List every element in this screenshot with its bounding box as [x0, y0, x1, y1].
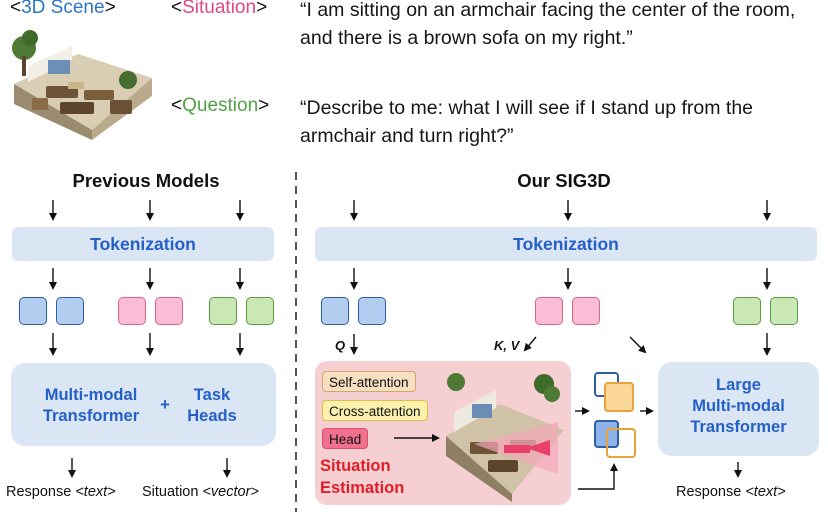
previous-question-token-2 — [246, 297, 274, 325]
head-block: Head — [322, 428, 369, 449]
arrow-feedback-path — [578, 463, 618, 490]
previous-transformer-line1: Multi-modal — [44, 386, 138, 404]
estimation-line1: Situation — [320, 457, 391, 475]
previous-transformer-box — [11, 363, 276, 446]
previous-response-type: <text> — [75, 484, 116, 500]
situation-text: “I am sitting on an armchair facing the … — [300, 0, 796, 49]
ours-heading: Our SIG3D — [517, 170, 611, 191]
previous-task-heads-label: Task Heads — [176, 385, 248, 427]
ours-situation-token-1 — [535, 297, 563, 325]
llm-line3: Transformer — [690, 418, 787, 436]
guided-token-1-overlay — [604, 382, 634, 412]
question-tag-open: < — [171, 95, 183, 116]
previous-situation-token-1 — [118, 297, 146, 325]
question-tag: <Question> — [171, 95, 269, 117]
ours-tokenization-box: Tokenization — [315, 227, 817, 261]
previous-tokenization-label: Tokenization — [90, 233, 196, 254]
guided-token-2-overlay — [606, 428, 636, 458]
scene-tag-text: 3D Scene — [21, 0, 105, 18]
ours-scene-token-2 — [358, 297, 386, 325]
arrow-situation-to-guided — [629, 336, 647, 354]
ours-response-type: <text> — [745, 484, 786, 500]
large-transformer-label: Large Multi-modal Transformer — [658, 375, 819, 438]
previous-scene-token-1 — [19, 297, 47, 325]
ours-situation-token-2 — [572, 297, 600, 325]
scene-tag-open: < — [10, 0, 22, 18]
question-tag-close: > — [258, 95, 270, 116]
large-transformer-box — [658, 362, 819, 456]
situation-estimation-label: Situation Estimation — [320, 455, 404, 499]
previous-tokenization-box: Tokenization — [12, 227, 274, 261]
ours-scene-token-1 — [321, 297, 349, 325]
situation-tag-text: Situation — [182, 0, 257, 18]
previous-plus: + — [160, 396, 170, 414]
previous-situation-token-2 — [155, 297, 183, 325]
previous-response-label: Response — [6, 484, 76, 500]
ours-question-token-1 — [733, 297, 761, 325]
scene-tag-close: > — [104, 0, 116, 18]
situation-tag-open: < — [171, 0, 183, 18]
estimation-line2: Estimation — [320, 479, 405, 497]
llm-line1: Large — [716, 376, 761, 394]
situation-tag-close: > — [256, 0, 268, 18]
self-attention-block: Self-attention — [322, 371, 416, 392]
previous-transformer-line2: Transformer — [42, 407, 140, 425]
previous-question-token-1 — [209, 297, 237, 325]
previous-situation-type: <vector> — [202, 484, 259, 500]
previous-heads-line2: Heads — [187, 407, 237, 425]
ours-tokenization-label: Tokenization — [513, 233, 619, 254]
question-tag-text: Question — [182, 95, 259, 116]
previous-situation-output: Situation <vector> — [142, 484, 259, 500]
ours-question-token-2 — [770, 297, 798, 325]
section-divider — [295, 172, 297, 512]
arrow-kv — [523, 336, 537, 352]
previous-models-heading: Previous Models — [72, 170, 220, 191]
q-label: Q — [335, 338, 346, 353]
kv-label: K, V — [494, 338, 520, 353]
scene-thumbnail-image — [12, 30, 152, 140]
estimation-scene-image — [446, 373, 564, 502]
previous-response-output: Response <text> — [6, 484, 116, 500]
previous-scene-token-2 — [56, 297, 84, 325]
ours-response-output: Response <text> — [676, 484, 786, 500]
previous-situation-label: Situation — [142, 484, 203, 500]
llm-line2: Multi-modal — [692, 397, 785, 415]
situation-tag: <Situation> — [171, 0, 267, 19]
ours-response-label: Response — [676, 484, 746, 500]
question-text: “Describe to me: what I will see if I st… — [300, 97, 754, 147]
cross-attention-block: Cross-attention — [322, 400, 428, 421]
previous-transformer-label: Multi-modal Transformer — [28, 385, 154, 427]
previous-heads-line1: Task — [193, 386, 231, 404]
scene-tag: <3D Scene> — [10, 0, 116, 19]
